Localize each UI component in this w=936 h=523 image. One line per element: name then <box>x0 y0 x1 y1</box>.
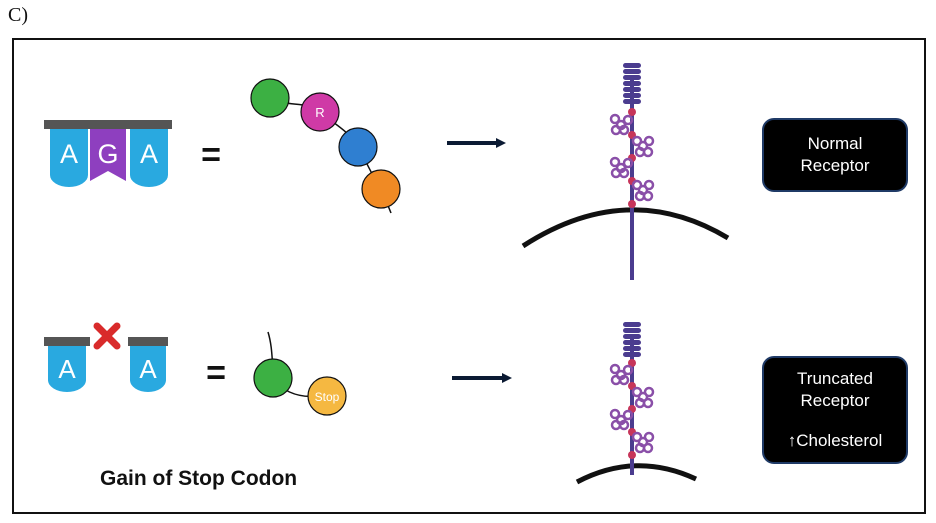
nucleotide-a-left <box>48 346 86 392</box>
panel-label: C) <box>8 4 28 26</box>
nucleotide-a2 <box>130 129 168 187</box>
deletion-x-icon <box>93 322 121 350</box>
equals-sign-top: = <box>201 136 221 174</box>
receptor-coil-top <box>623 63 641 104</box>
equals-sign-bottom: = <box>206 354 226 392</box>
residue-stop <box>307 376 347 416</box>
codon-a-a: A A <box>44 322 168 392</box>
caption-gain-of-stop-codon: Gain of Stop Codon <box>100 467 298 490</box>
residue-magenta <box>300 92 340 132</box>
cholesterol-label: ↑Cholesterol <box>787 431 883 450</box>
truncated-receptor-line1: Truncated <box>797 369 873 388</box>
residue-orange <box>361 169 401 209</box>
codon-bar-right <box>128 337 168 346</box>
normal-receptor-label: Normal Receptor <box>762 118 908 192</box>
peptide-chain-normal: R <box>250 78 401 214</box>
truncated-receptor-line2: Receptor <box>800 391 870 410</box>
normal-receptor-line2: Receptor <box>800 156 870 175</box>
codon-letter-right: A <box>139 354 157 384</box>
codon-letter-3: A <box>140 139 158 169</box>
receptor-truncated <box>575 322 698 485</box>
figure-frame <box>12 38 926 514</box>
codon-bar <box>44 120 172 129</box>
nucleotide-a1 <box>50 129 88 187</box>
normal-receptor-line1: Normal <box>807 134 863 153</box>
residue-green-truncated <box>253 358 293 398</box>
glycan-chain-top <box>609 108 655 208</box>
cell-membrane-bottom <box>575 463 698 485</box>
receptor-normal <box>521 63 730 280</box>
truncated-receptor-label: Truncated Receptor ↑Cholesterol <box>762 356 908 464</box>
residue-green <box>250 78 290 118</box>
codon-letter-left: A <box>58 354 76 384</box>
glycan-chain-bottom <box>609 359 655 459</box>
codon-aga: A G A <box>44 120 172 187</box>
codon-bar-left <box>44 337 90 346</box>
codon-letter-1: A <box>60 139 78 169</box>
codon-letter-2: G <box>97 139 118 169</box>
residue-label-r: R <box>315 105 324 120</box>
residue-label-stop: Stop <box>315 390 340 404</box>
receptor-coil-bottom <box>623 322 641 357</box>
nucleotide-a-right <box>130 346 166 392</box>
residue-blue <box>338 127 378 167</box>
cell-membrane-top <box>521 207 730 249</box>
nucleotide-g <box>90 129 126 181</box>
peptide-chain-truncated: Stop <box>253 331 347 416</box>
